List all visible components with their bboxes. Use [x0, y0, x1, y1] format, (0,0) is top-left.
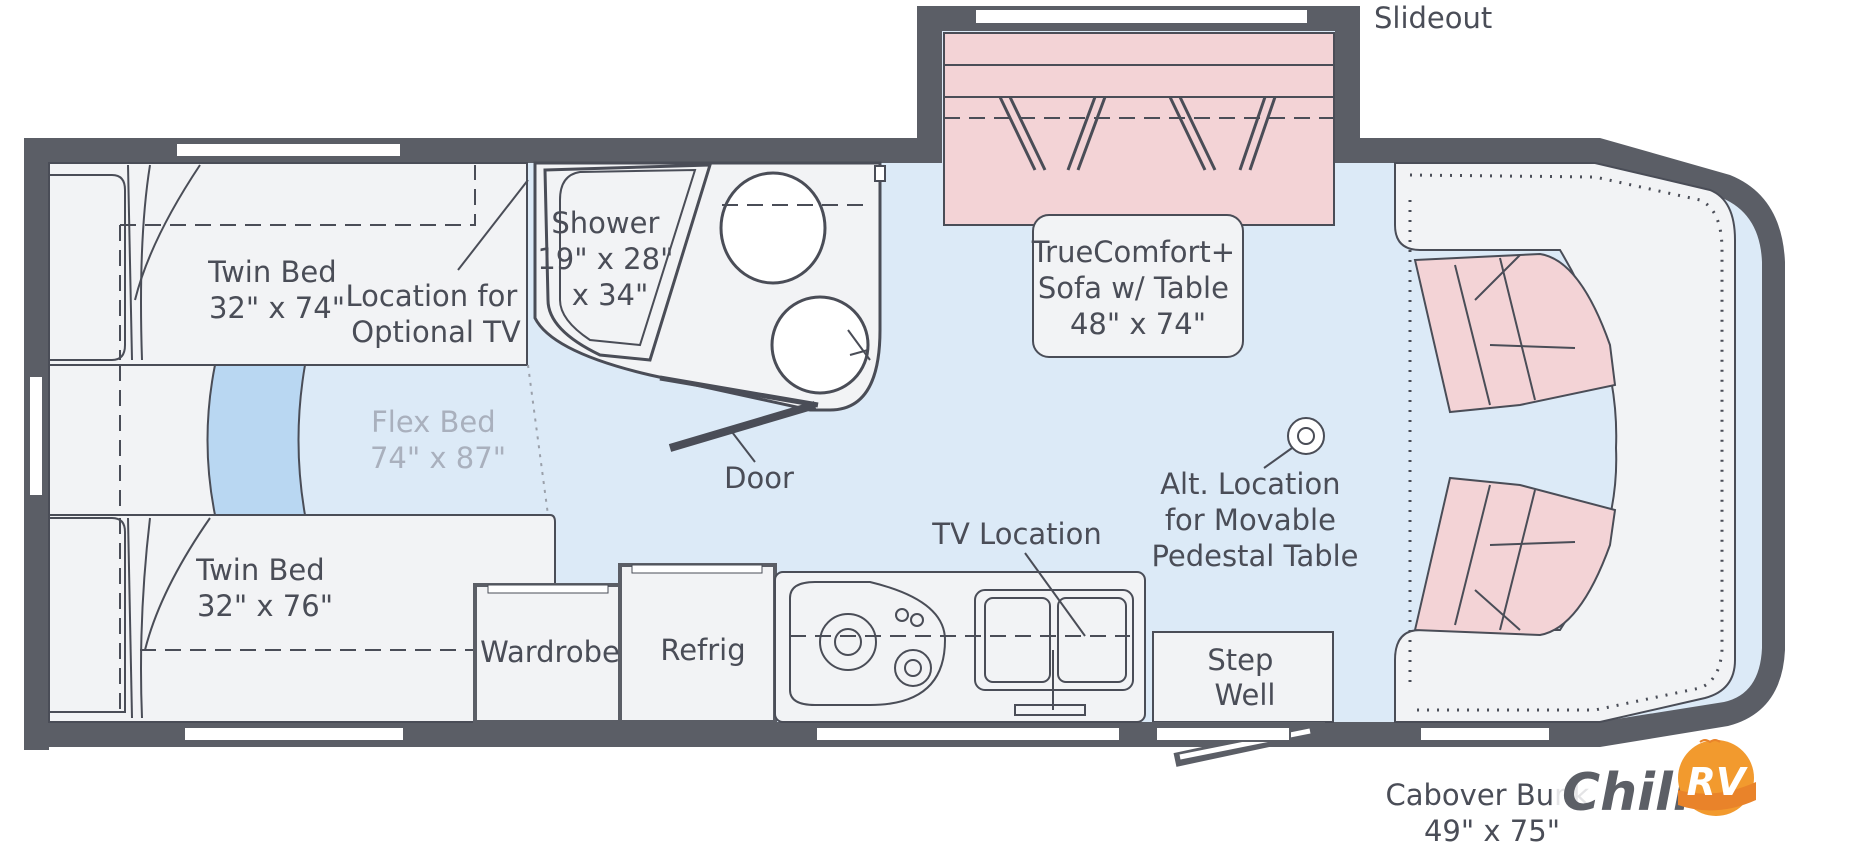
step-well — [1152, 631, 1334, 723]
label-step-well: Step Well — [1207, 643, 1282, 712]
cooktop — [789, 581, 947, 706]
shower-stall — [543, 163, 713, 362]
label-twin-bed-bottom: Twin Bed 32" x 76" — [195, 553, 334, 623]
bathroom-sink — [770, 295, 870, 395]
logo-text: Chill — [1562, 763, 1692, 823]
chill-rv-logo: Chill RV — [1555, 739, 1756, 823]
sofa-slideout — [943, 32, 1335, 358]
galley — [473, 552, 1334, 724]
label-sofa: TrueComfort+ Sofa w/ Table 48" x 74" — [1031, 235, 1245, 341]
pedestal-table-marker — [1287, 417, 1325, 455]
label-flex-bed: Flex Bed 74" x 87" — [370, 405, 506, 475]
entry-door — [1150, 722, 1325, 767]
driver-seat — [1413, 476, 1617, 637]
sofa-table — [1032, 214, 1244, 358]
windows — [28, 8, 1551, 742]
label-twin-bed-top: Twin Bed 32" x 74" — [207, 255, 346, 325]
label-wardrobe: Wardrobe — [480, 635, 620, 669]
door-leaf — [668, 401, 817, 452]
label-tv-location: TV Location — [931, 517, 1101, 551]
passenger-seat — [1413, 252, 1617, 414]
bathroom — [533, 161, 886, 463]
label-slideout: Slideout — [1374, 1, 1492, 35]
label-refrig: Refrig — [660, 633, 745, 667]
label-optional-tv: Location for Optional TV — [346, 279, 527, 349]
logo-badge: RV — [1687, 760, 1748, 804]
label-door: Door — [724, 461, 794, 495]
label-pedestal-table: Alt. Location for Movable Pedestal Table — [1151, 467, 1358, 573]
rear-bed-area — [48, 162, 556, 723]
cab-area — [1263, 162, 1736, 723]
label-shower: Shower 19" x 28" x 34" — [537, 206, 682, 312]
toilet — [719, 171, 827, 285]
